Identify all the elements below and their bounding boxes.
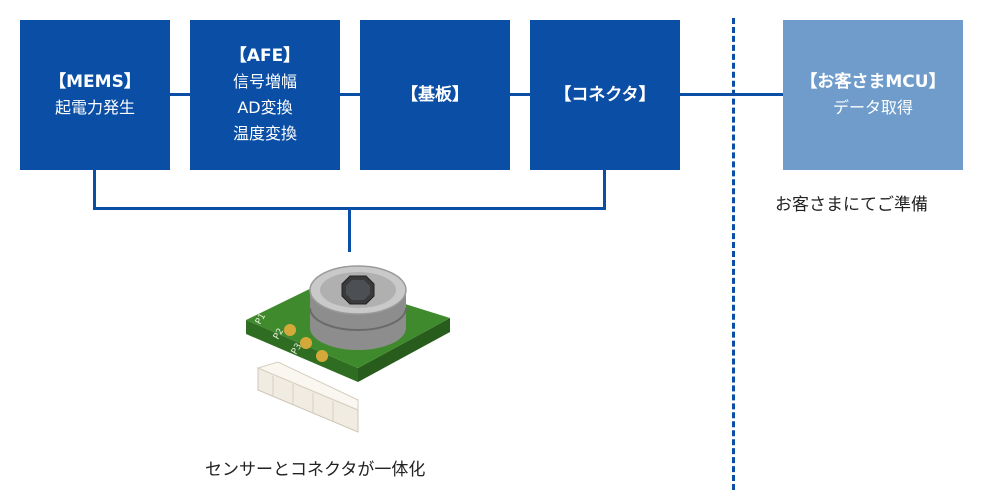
pin-label-p2: P2	[272, 327, 286, 342]
block-afe-title: 【AFE】	[229, 46, 301, 66]
sensor-can	[309, 265, 407, 350]
bracket-right-leg	[603, 170, 606, 210]
link-afe-board	[340, 93, 360, 96]
block-afe-line: 信号増幅	[232, 72, 297, 91]
link-mems-afe	[170, 93, 190, 96]
block-customer-mcu: 【お客さまMCU】 データ取得	[783, 20, 963, 170]
sensor-module-image: P1 P2 P3	[246, 265, 450, 433]
bracket-left-leg	[93, 170, 96, 210]
pcb-pads	[284, 324, 328, 362]
boundary-divider	[732, 18, 735, 490]
block-mems-title: 【MEMS】	[49, 72, 141, 92]
sensor-note: センサーとコネクタが一体化	[205, 460, 426, 480]
block-customer-mcu-title: 【お客さまMCU】	[800, 72, 946, 92]
block-connector: 【コネクタ】	[530, 20, 680, 170]
link-board-connector	[510, 93, 530, 96]
connector-housing	[256, 361, 359, 433]
pin-label-p1: P1	[254, 312, 268, 327]
block-board: 【基板】	[360, 20, 510, 170]
customer-note: お客さまにてご準備	[775, 195, 928, 215]
block-afe-line: AD変換	[237, 98, 293, 117]
block-mems: 【MEMS】 起電力発生	[20, 20, 170, 170]
block-afe-line: 温度変換	[232, 124, 297, 143]
block-afe: 【AFE】 信号増幅 AD変換 温度変換	[190, 20, 340, 170]
block-customer-mcu-line: データ取得	[832, 98, 913, 117]
block-mems-line: 起電力発生	[54, 98, 135, 117]
bracket-stem	[348, 207, 351, 252]
block-board-title: 【基板】	[401, 85, 469, 105]
link-connector-mcu	[680, 93, 783, 96]
block-connector-title: 【コネクタ】	[554, 85, 656, 105]
pin-label-p3: P3	[290, 342, 304, 357]
